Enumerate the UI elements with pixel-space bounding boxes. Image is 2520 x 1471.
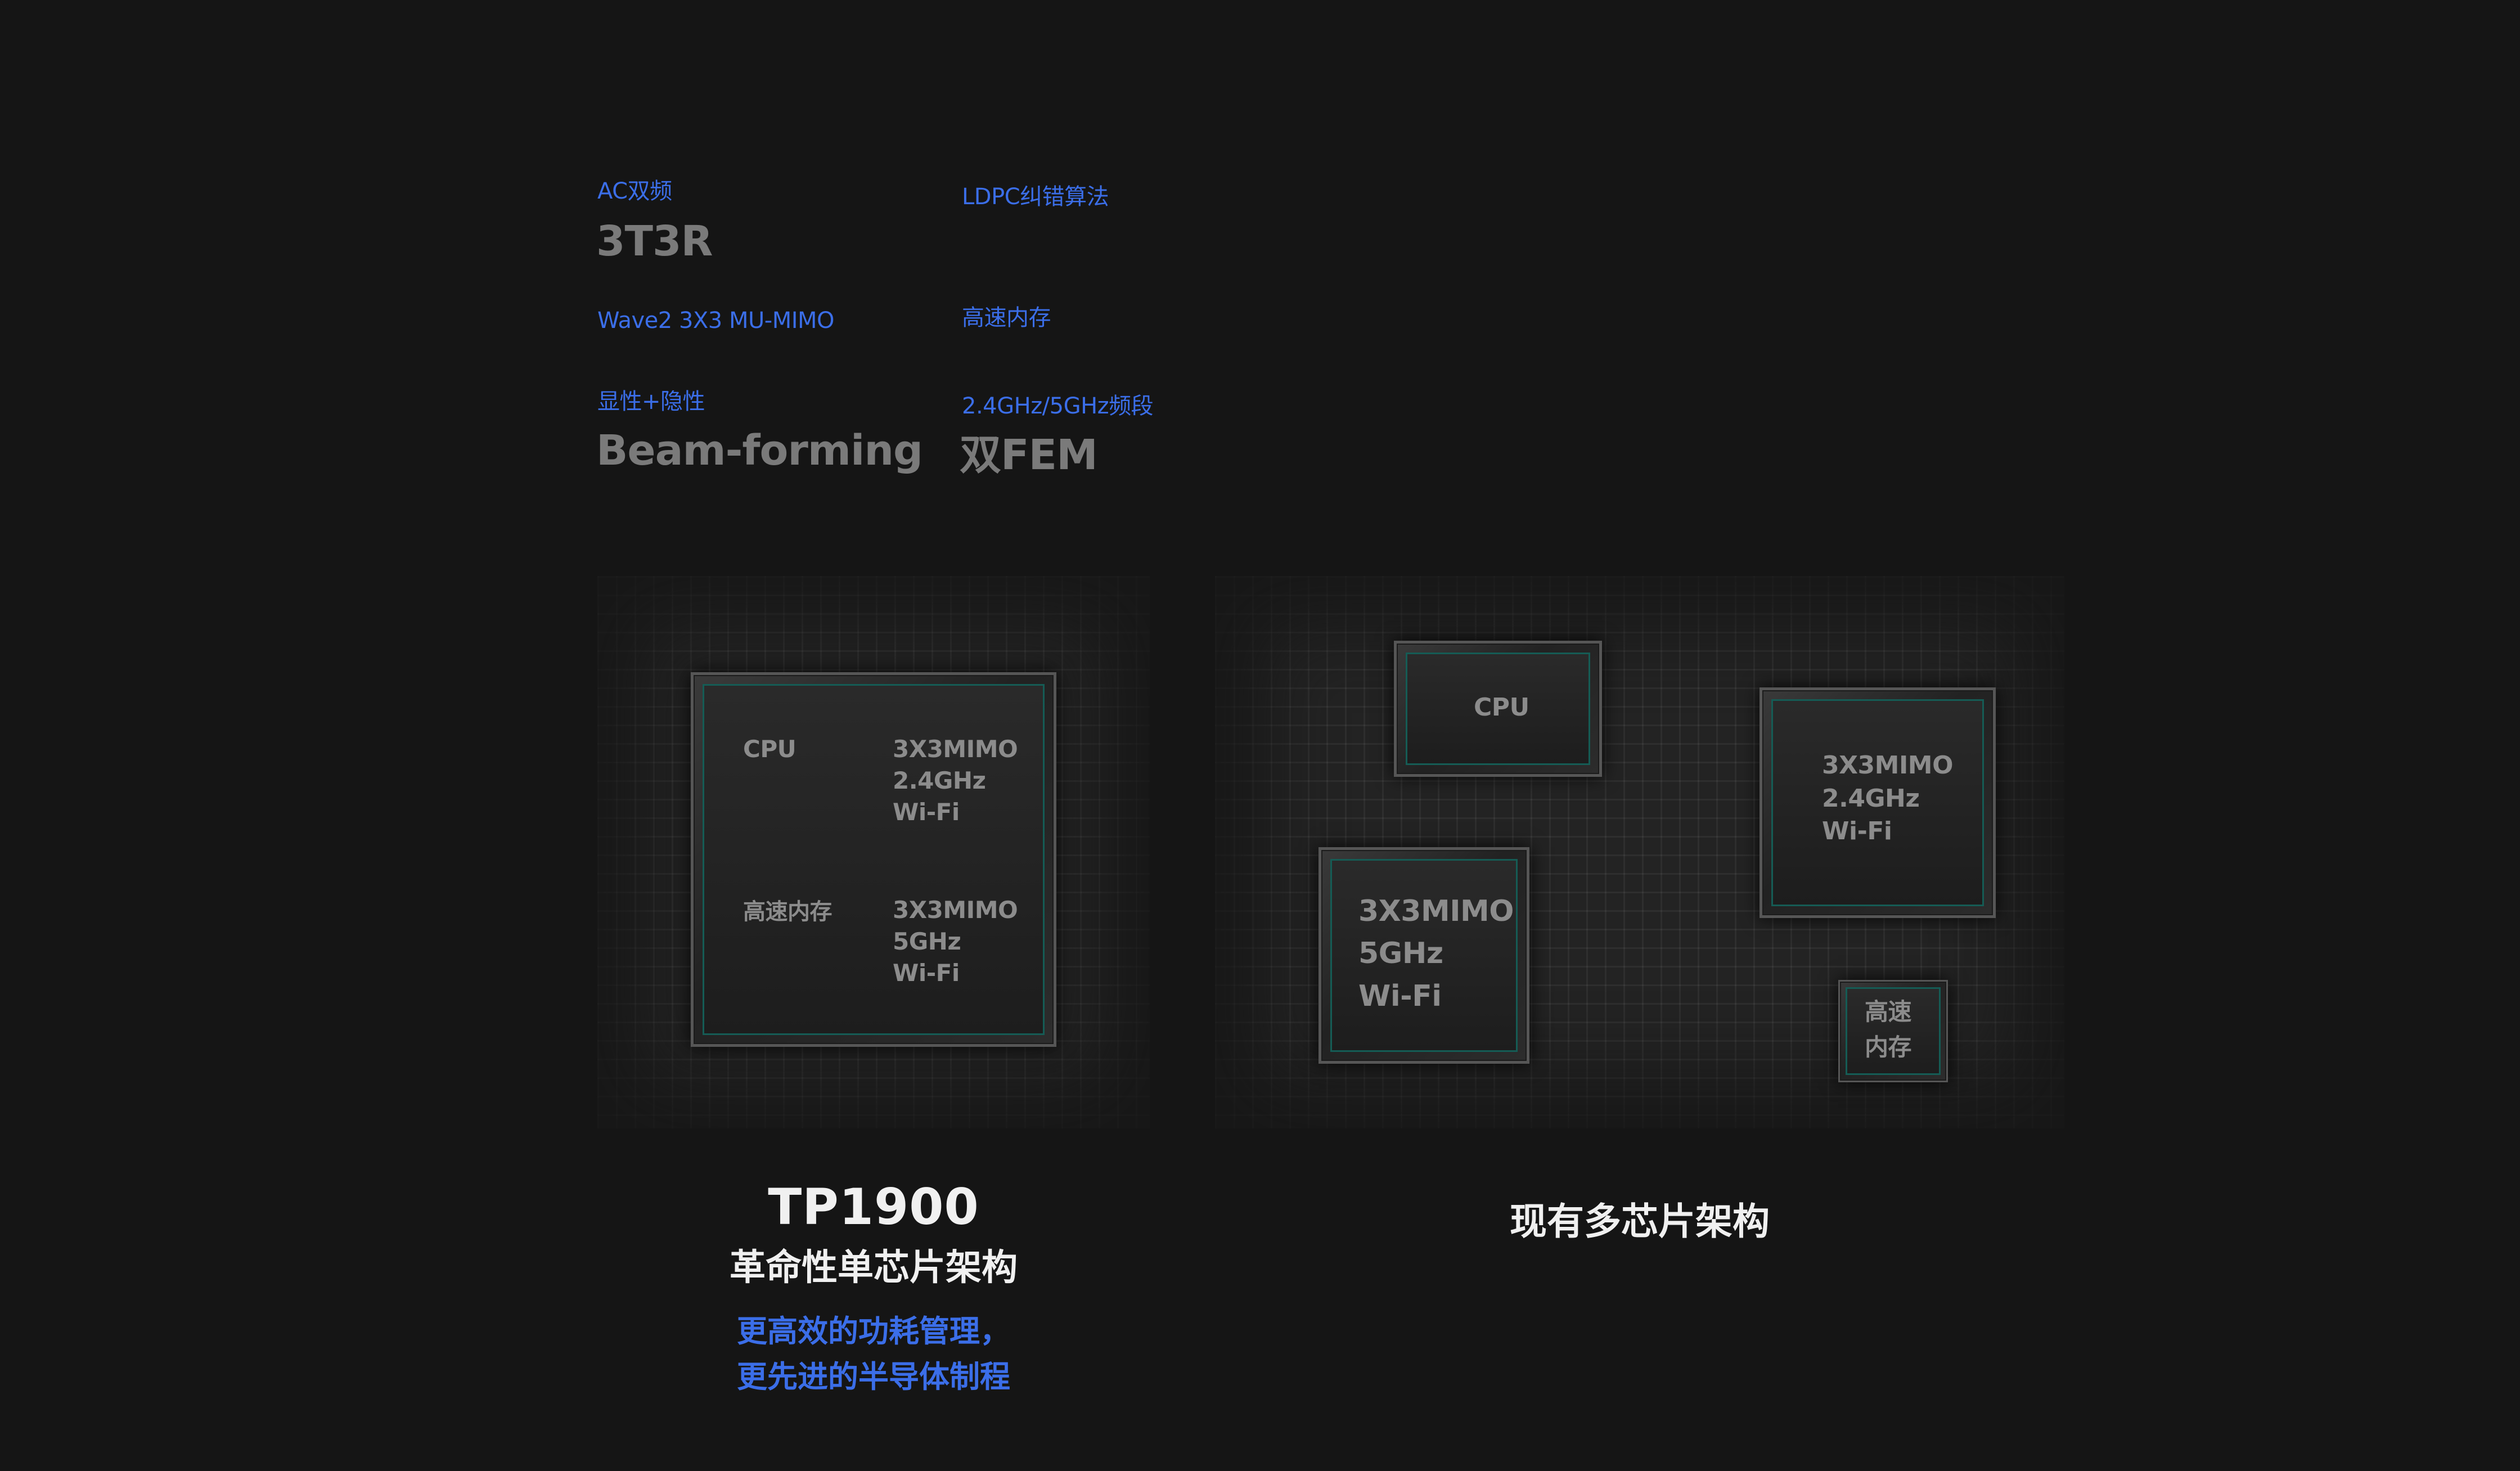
single-chip-subtitle: 革命性单芯片架构	[730, 1247, 1018, 1289]
multi-chip-diagram: CPU 3X3MIMO 2.4GHz Wi-Fi 3X3MIMO 5GHz Wi…	[1215, 576, 2064, 1128]
mimo5-line-2: 5GHz	[893, 927, 961, 955]
feature-beamforming-label: 显性+隐性	[597, 389, 705, 415]
multi-chip-mimo-24-text: 3X3MIMO 2.4GHz Wi-Fi	[1822, 749, 1954, 848]
feature-ldpc-label: LDPC纠错算法	[962, 184, 1109, 210]
single-chip-mimo-5: 3X3MIMO 5GHz Wi-Fi	[893, 894, 1018, 989]
m-mimo5-line-1: 3X3MIMO	[1358, 894, 1514, 928]
multi-chip-title: 现有多芯片架构	[1510, 1200, 1770, 1243]
multi-chip-memory: 高速 内存	[1838, 980, 1948, 1082]
m-mimo24-line-1: 3X3MIMO	[1822, 751, 1954, 780]
m-mem-line-1: 高速	[1865, 998, 1912, 1025]
multi-chip-mimo-5-text: 3X3MIMO 5GHz Wi-Fi	[1358, 890, 1514, 1018]
multi-chip-memory-text: 高速 内存	[1865, 994, 1912, 1065]
feature-3t3r-value: 3T3R	[596, 217, 713, 266]
feature-beamforming-value: Beam-forming	[596, 426, 923, 475]
multi-chip-cpu-label: CPU	[1474, 693, 1529, 722]
mimo24-line-2: 2.4GHz	[893, 766, 986, 794]
single-chip-cpu: CPU	[743, 735, 796, 763]
mimo5-line-3: Wi-Fi	[893, 959, 960, 987]
mimo24-line-3: Wi-Fi	[893, 798, 960, 826]
desc-line-2: 更先进的半导体制程	[737, 1359, 1010, 1394]
single-chip-diagram: CPU 3X3MIMO 2.4GHz Wi-Fi 高速内存 3X3MIMO 5G…	[597, 576, 1150, 1128]
multi-chip-mimo-24: 3X3MIMO 2.4GHz Wi-Fi	[1760, 687, 1996, 918]
feature-memory-label: 高速内存	[962, 305, 1051, 331]
feature-dual-fem-value: 双FEM	[960, 431, 1098, 479]
single-chip-description: 更高效的功耗管理， 更先进的半导体制程	[597, 1308, 1150, 1400]
single-chip-memory: 高速内存	[743, 899, 832, 925]
mimo5-line-1: 3X3MIMO	[893, 896, 1018, 924]
single-chip: CPU 3X3MIMO 2.4GHz Wi-Fi 高速内存 3X3MIMO 5G…	[691, 672, 1056, 1047]
m-mimo5-line-2: 5GHz	[1358, 937, 1443, 971]
m-mimo24-line-2: 2.4GHz	[1822, 784, 1920, 813]
m-mimo24-line-3: Wi-Fi	[1822, 817, 1892, 846]
multi-chip-mimo-5: 3X3MIMO 5GHz Wi-Fi	[1318, 847, 1529, 1064]
feature-ac-dual-band-label: AC双频	[597, 178, 672, 204]
multi-chip-mimo-24-core	[1771, 699, 1984, 906]
feature-band-label: 2.4GHz/5GHz频段	[962, 393, 1154, 419]
multi-chip-cpu: CPU	[1394, 641, 1602, 777]
feature-mu-mimo-label: Wave2 3X3 MU-MIMO	[597, 308, 835, 334]
multi-chip-mimo-5-core	[1330, 859, 1518, 1052]
desc-line-1: 更高效的功耗管理，	[737, 1313, 1010, 1349]
multi-chip-memory-core	[1846, 987, 1941, 1075]
multi-chip-cpu-core	[1406, 653, 1590, 765]
single-chip-model: TP1900	[768, 1178, 979, 1236]
single-chip-core	[703, 684, 1045, 1035]
m-mem-line-2: 内存	[1865, 1033, 1912, 1061]
single-chip-mimo-24: 3X3MIMO 2.4GHz Wi-Fi	[893, 734, 1018, 828]
m-mimo5-line-3: Wi-Fi	[1358, 979, 1442, 1013]
mimo24-line-1: 3X3MIMO	[893, 735, 1018, 763]
